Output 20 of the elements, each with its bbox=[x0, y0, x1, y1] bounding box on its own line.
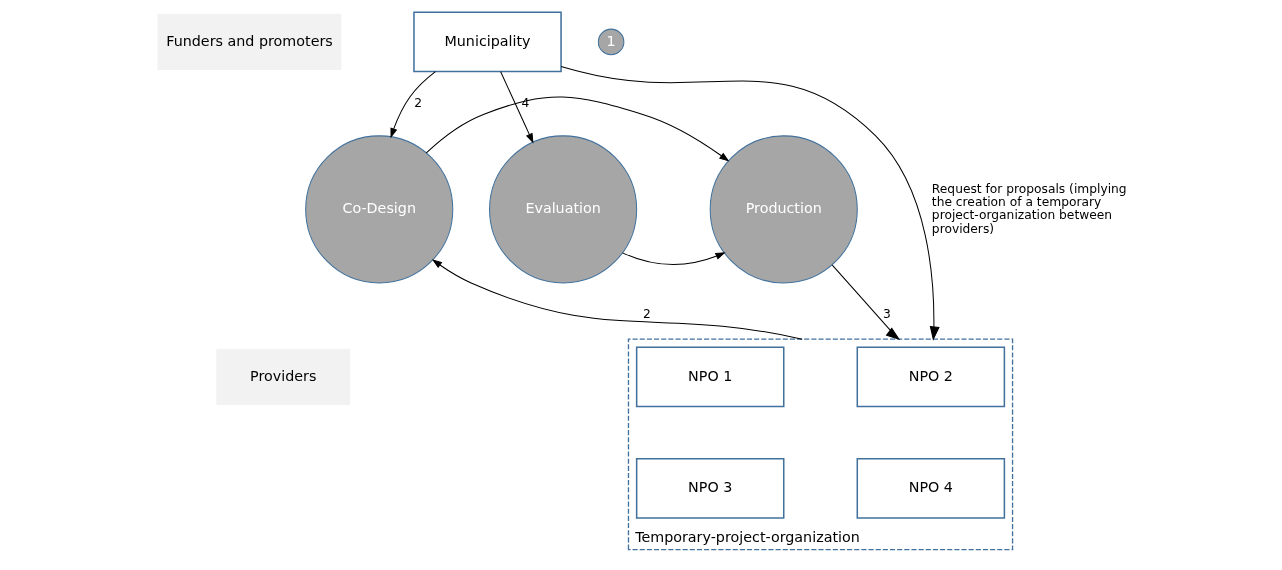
arrow bbox=[831, 264, 900, 341]
edge-label: Request for proposals (implying the creation of a temporary project-organization between providers) bbox=[931, 181, 1127, 236]
arrow bbox=[560, 65, 940, 341]
node-box: Municipality bbox=[412, 11, 562, 73]
arrow bbox=[431, 259, 803, 340]
edge-label: 2 bbox=[413, 95, 422, 110]
node-circle: Evaluation bbox=[488, 135, 637, 284]
arrow bbox=[389, 71, 436, 139]
edge-label: 3 bbox=[882, 307, 891, 322]
node-circle: Production bbox=[709, 135, 858, 284]
arrow bbox=[621, 252, 726, 265]
node-box: NPO 4 bbox=[856, 457, 1005, 519]
label: 1 bbox=[606, 32, 616, 49]
node-box: NPO 1 bbox=[635, 346, 784, 408]
node-box: NPO 2 bbox=[856, 346, 1005, 408]
arrow bbox=[425, 96, 729, 162]
node-box: NPO 3 bbox=[635, 457, 784, 519]
arrow bbox=[499, 71, 533, 144]
node-circle: Co-Design bbox=[304, 135, 453, 284]
edge-label: 2 bbox=[642, 307, 651, 322]
